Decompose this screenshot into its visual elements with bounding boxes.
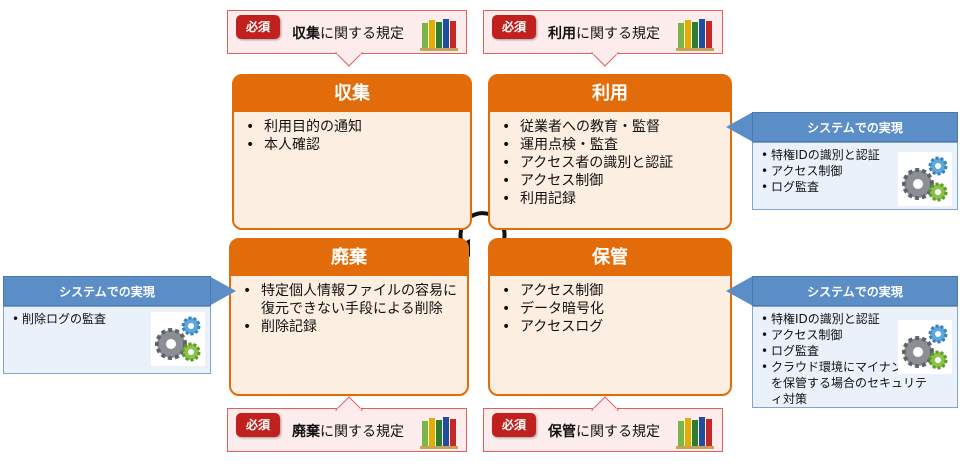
rule-callout-dispose: 必須 廃棄に関する規定 bbox=[227, 396, 467, 452]
list-item: アクセスログ bbox=[502, 318, 724, 336]
list-item: アクセス制御 bbox=[761, 327, 931, 343]
required-badge: 必須 bbox=[492, 413, 536, 437]
list-item: クラウド環境にマイナンバーを保管する場合のセキュリティ対策 bbox=[761, 359, 931, 407]
list-item: アクセス制御 bbox=[502, 172, 724, 190]
required-badge: 必須 bbox=[236, 413, 280, 437]
system-callout-dispose: システムでの実現 削除ログの監査 bbox=[3, 276, 236, 374]
system-heading: システムでの実現 bbox=[752, 112, 958, 142]
rule-label: 利用に関する規定 bbox=[548, 26, 660, 42]
list-item: アクセス制御 bbox=[761, 163, 957, 179]
required-badge: 必須 bbox=[236, 15, 280, 39]
gears-icon bbox=[151, 312, 205, 366]
rule-callout-use: 必須 利用に関する規定 bbox=[483, 10, 723, 67]
list-item: 削除ログの監査 bbox=[12, 311, 210, 327]
list-item: アクセス制御 bbox=[502, 282, 724, 300]
books-icon bbox=[676, 417, 714, 449]
books-icon bbox=[420, 19, 458, 51]
stage-item-list: アクセス制御 データ暗号化 アクセスログ bbox=[490, 282, 730, 336]
system-heading: システムでの実現 bbox=[752, 276, 958, 306]
pointer-arrow bbox=[726, 276, 753, 306]
stage-item-list: 特定個人情報ファイルの容易に復元できない手段による削除 削除記録 bbox=[231, 282, 467, 336]
stage-title: 収集 bbox=[234, 76, 470, 112]
gears-icon bbox=[898, 152, 952, 206]
list-item: 特権IDの識別と認証 bbox=[761, 311, 931, 327]
list-item: 利用目的の通知 bbox=[246, 118, 464, 136]
pointer-arrow bbox=[209, 276, 236, 306]
rule-callout-store: 必須 保管に関する規定 bbox=[483, 396, 723, 452]
list-item: 利用記録 bbox=[502, 190, 724, 208]
books-icon bbox=[420, 417, 458, 449]
gears-icon bbox=[898, 320, 952, 374]
system-heading: システムでの実現 bbox=[3, 276, 211, 306]
system-callout-use: システムでの実現 特権IDの識別と認証 アクセス制御 ログ監査 bbox=[726, 112, 958, 210]
stage-store: 保管 アクセス制御 データ暗号化 アクセスログ bbox=[488, 238, 732, 396]
list-item: 特定個人情報ファイルの容易に復元できない手段による削除 bbox=[243, 282, 461, 318]
stage-dispose: 廃棄 特定個人情報ファイルの容易に復元できない手段による削除 削除記録 bbox=[229, 238, 469, 396]
books-icon bbox=[676, 19, 714, 51]
stage-title: 保管 bbox=[490, 240, 730, 276]
pointer-arrow bbox=[726, 112, 753, 142]
list-item: 特権IDの識別と認証 bbox=[761, 147, 957, 163]
list-item: ログ監査 bbox=[761, 179, 957, 195]
stage-item-list: 利用目的の通知 本人確認 bbox=[234, 118, 470, 154]
rule-label: 収集に関する規定 bbox=[292, 26, 404, 42]
list-item: ログ監査 bbox=[761, 343, 931, 359]
stage-title: 利用 bbox=[490, 76, 730, 112]
list-item: 従業者への教育・監督 bbox=[502, 118, 724, 136]
list-item: データ暗号化 bbox=[502, 300, 724, 318]
required-badge: 必須 bbox=[492, 15, 536, 39]
rule-callout-collect: 必須 収集に関する規定 bbox=[227, 10, 467, 67]
system-callout-store: システムでの実現 特権IDの識別と認証 アクセス制御 ログ監査 クラウド環境にマ… bbox=[726, 276, 958, 408]
list-item: 運用点検・監査 bbox=[502, 136, 724, 154]
list-item: アクセス者の識別と認証 bbox=[502, 154, 724, 172]
list-item: 削除記録 bbox=[243, 318, 461, 336]
list-item: 本人確認 bbox=[246, 136, 464, 154]
stage-use: 利用 従業者への教育・監督 運用点検・監査 アクセス者の識別と認証 アクセス制御… bbox=[488, 74, 732, 230]
stage-title: 廃棄 bbox=[231, 240, 467, 276]
stage-collect: 収集 利用目的の通知 本人確認 bbox=[232, 74, 472, 230]
stage-item-list: 従業者への教育・監督 運用点検・監査 アクセス者の識別と認証 アクセス制御 利用… bbox=[490, 118, 730, 208]
rule-label: 保管に関する規定 bbox=[548, 424, 660, 440]
rule-label: 廃棄に関する規定 bbox=[292, 424, 404, 440]
